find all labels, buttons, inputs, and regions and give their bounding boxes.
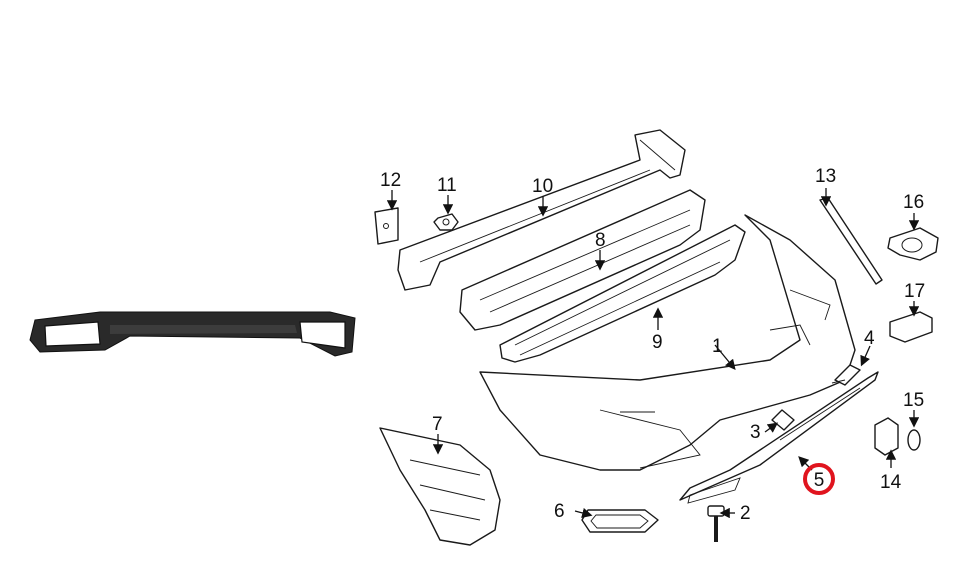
part-nut bbox=[433, 213, 459, 231]
part-lower-diffuser bbox=[679, 371, 879, 504]
callout-9: 9 bbox=[652, 332, 663, 353]
callout-1: 1 bbox=[712, 336, 723, 357]
part-bolt bbox=[707, 505, 725, 542]
callout-3: 3 bbox=[750, 422, 761, 443]
callout-14: 14 bbox=[880, 472, 902, 493]
callout-2: 2 bbox=[740, 503, 751, 524]
callout-10: 10 bbox=[532, 176, 553, 197]
callout-11: 11 bbox=[437, 175, 457, 196]
part-sensor-holder bbox=[874, 417, 899, 456]
callout-7: 7 bbox=[432, 414, 443, 435]
part-bumper-bracket bbox=[499, 224, 746, 363]
callout-16: 16 bbox=[903, 192, 924, 213]
part-side-bracket bbox=[379, 427, 501, 546]
callout-8: 8 bbox=[595, 230, 606, 251]
callout-4: 4 bbox=[864, 328, 875, 349]
part-energy-absorber bbox=[459, 189, 706, 331]
callout-15: 15 bbox=[903, 390, 924, 411]
callout-13: 13 bbox=[815, 166, 836, 187]
part-trim-strip bbox=[819, 197, 883, 285]
highlight-ring bbox=[803, 463, 835, 495]
part-exhaust-trim bbox=[581, 509, 659, 533]
callout-12: 12 bbox=[380, 170, 401, 191]
callout-6: 6 bbox=[554, 501, 565, 522]
part-plate bbox=[374, 207, 399, 245]
part-sensor-ring bbox=[907, 429, 921, 451]
part-small-bracket bbox=[831, 364, 861, 386]
part-clip bbox=[771, 409, 795, 431]
highlighted-callout-5: 5 bbox=[803, 463, 835, 495]
callout-5: 5 bbox=[814, 470, 825, 491]
part-park-sensor bbox=[887, 227, 939, 261]
leader-lines bbox=[386, 188, 920, 519]
part-sensor-module bbox=[889, 311, 933, 343]
callout-17: 17 bbox=[904, 281, 925, 302]
rear-diffuser-product-image bbox=[29, 311, 356, 357]
